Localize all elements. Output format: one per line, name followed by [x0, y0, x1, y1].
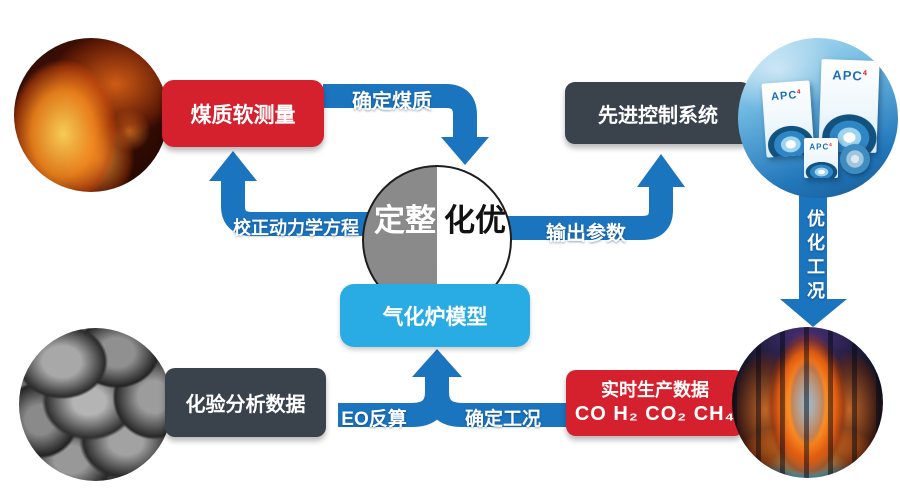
node-coal-soft-sensing: 煤质软测量 [162, 80, 324, 147]
arrow-correct-kinetics [221, 180, 380, 236]
apc-cd-disc [840, 144, 870, 174]
arrowhead-up-icon [412, 349, 462, 377]
arrow-label-optimize-condition: 优化工况 [805, 209, 825, 305]
gasifier-furnace-photo [732, 327, 883, 478]
node-label: 实时生产数据 [601, 380, 709, 401]
arrow-label-output-parameters: 输出参数 [546, 223, 626, 245]
node-advanced-control: 先进控制系统 [565, 82, 751, 144]
arrow-label-eo-back-calculation: EO反算 [341, 409, 407, 430]
node-label: 煤质软测量 [190, 103, 296, 127]
arrow-determine-coal-quality [323, 84, 477, 140]
arrowhead-up-icon [637, 154, 685, 187]
arrow-determine-condition [425, 376, 566, 427]
arrowhead-up-icon [209, 151, 257, 181]
coal-lumps-photo [19, 328, 172, 481]
apc-software-photo: APC4 APC4 APC4 [738, 38, 898, 198]
node-lab-analysis: 化验分析数据 [165, 368, 326, 437]
node-label: 先进控制系统 [598, 104, 718, 127]
burning-coal-photo [14, 38, 168, 192]
arrow-label-determine-coal-quality: 确定煤质 [352, 91, 432, 113]
apc-product-case: APC4 [804, 138, 838, 178]
gas-components-label: CO H₂ CO₂ CH₄ [574, 402, 736, 425]
node-realtime-production: 实时生产数据 CO H₂ CO₂ CH₄ [566, 370, 744, 436]
apc-box-label: APC4 [809, 142, 833, 152]
node-label: 化验分析数据 [185, 394, 306, 416]
arrow-label-determine-condition: 确定工况 [464, 409, 541, 430]
node-gasifier-model: 气化炉模型 [340, 284, 530, 347]
arrow-label-correct-kinetics: 校正动力学方程 [233, 218, 359, 238]
apc-box-label: APC4 [770, 89, 802, 104]
apc-box-label: APC4 [832, 67, 869, 84]
arrowhead-down-icon [780, 299, 847, 327]
node-label: 气化炉模型 [382, 305, 488, 329]
arrowhead-down-icon [441, 137, 489, 165]
optimization-label: 优化 [439, 203, 506, 242]
arrow-output-parameters [502, 186, 673, 240]
tuning-label: 整定 [368, 203, 435, 242]
